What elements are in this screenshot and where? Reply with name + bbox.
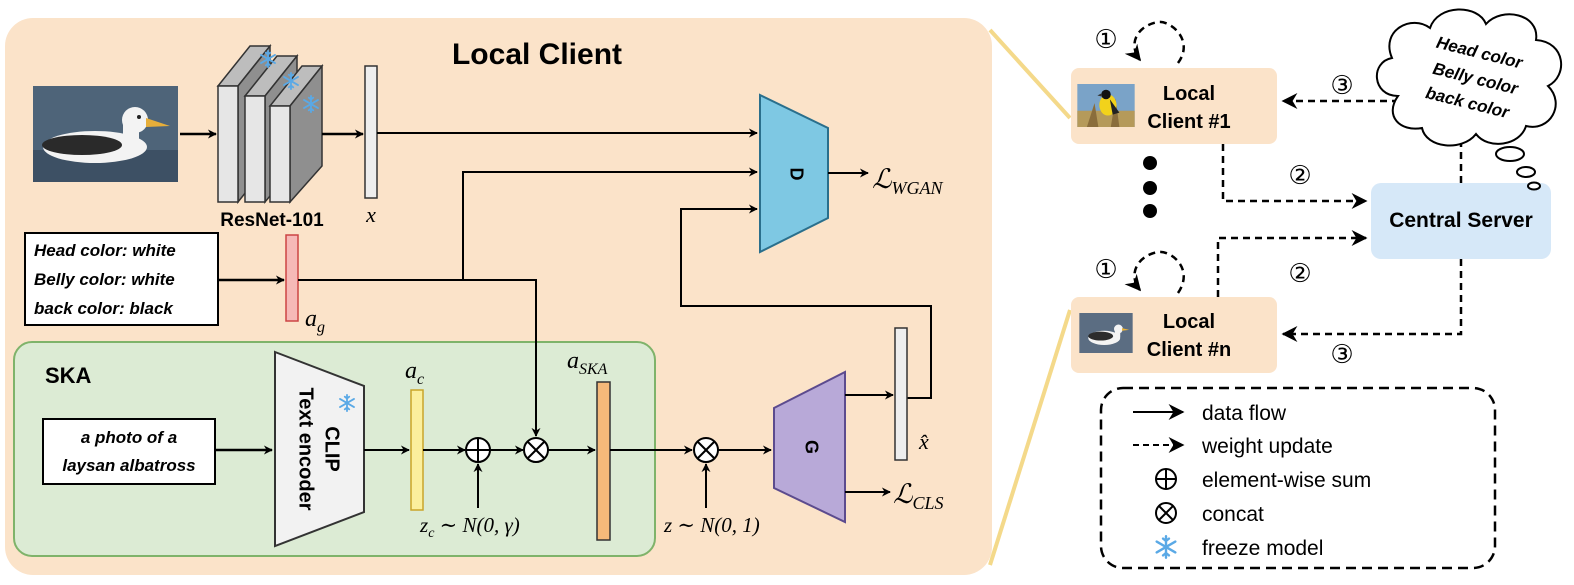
synthetic-feature-bar (894, 327, 908, 461)
server-to-clientn-arrow (1281, 259, 1463, 342)
ac-label: ac (405, 358, 424, 388)
prompt-line-2: laysan albatross (62, 456, 195, 475)
client-1-line-2: Client #1 (1147, 111, 1230, 133)
ska-attribute-bar (596, 381, 611, 541)
bird-thumbnail-1 (1077, 84, 1135, 127)
client-n-line-1: Local (1163, 311, 1215, 333)
client-1-line-1: Local (1163, 83, 1215, 105)
xhat-label: x̂ (918, 429, 929, 454)
self-update-loop-top (1124, 20, 1185, 64)
generator-block (773, 370, 846, 524)
ag-to-concat-arrow (463, 279, 541, 437)
attribute-line-3: back color: black (34, 299, 174, 318)
input-bird-image (33, 86, 178, 182)
noise-concat-op (693, 437, 719, 463)
client1-upload-arrow (1221, 144, 1368, 209)
element-wise-sum-op (465, 437, 491, 463)
legend-concat: concat (1202, 503, 1264, 526)
discriminator-block (759, 93, 829, 254)
zoom-connector-top (988, 28, 1072, 120)
encoder-line-1: CLIP (321, 426, 343, 472)
step-1-marker-bottom: ① (1094, 254, 1117, 284)
client-n-line-2: Client #n (1147, 339, 1231, 361)
visual-feature-label: x (365, 202, 376, 227)
visual-feature-bar (364, 65, 378, 199)
clip-attribute-bar (410, 389, 424, 511)
step-1-marker-top: ① (1094, 24, 1117, 54)
central-server-label: Central Server (1389, 209, 1533, 232)
concat-op (523, 437, 549, 463)
xhat-to-disc-arrow (680, 204, 932, 399)
wgan-loss-label: ℒWGAN (872, 164, 943, 198)
zc-label: zc ∼ N(0, γ) (419, 513, 520, 541)
step-3-marker-top: ③ (1330, 70, 1353, 100)
aska-label: aSKA (567, 348, 608, 378)
attribute-text-box (24, 232, 219, 326)
server-to-client1-arrow (1281, 93, 1463, 183)
attribute-line-2: Belly color: white (34, 270, 175, 289)
legend-box (1099, 386, 1497, 570)
clientn-upload-arrow (1216, 230, 1368, 297)
prompt-line-1: a photo of a (81, 428, 177, 447)
legend-element-wise-sum: element-wise sum (1202, 469, 1371, 492)
resnet-backbone (216, 43, 324, 205)
generator-label: G (801, 440, 821, 454)
self-update-loop-bottom (1124, 250, 1185, 294)
attribute-line-1: Head color: white (34, 241, 176, 260)
z-noise-label: z ∼ N(0, 1) (663, 513, 760, 537)
prompt-box (42, 418, 216, 485)
backbone-label: ResNet-101 (220, 210, 324, 231)
bird-thumbnail-n (1079, 313, 1133, 353)
zoom-connector-bottom (988, 309, 1072, 566)
clip-text-encoder (274, 350, 365, 548)
legend-data-flow: data flow (1202, 402, 1287, 425)
discriminator-label: D (786, 168, 806, 181)
encoder-line-2: Text encoder (295, 388, 317, 511)
global-attribute-bar (285, 234, 299, 322)
cls-loss-label: ℒCLS (893, 479, 943, 513)
ska-title: SKA (45, 363, 92, 388)
legend-weight-update: weight update (1201, 435, 1333, 458)
local-client-title: Local Client (452, 38, 622, 71)
step-2-marker-top: ② (1288, 160, 1311, 190)
central-server (1371, 183, 1551, 259)
legend-concat-icon (1155, 502, 1177, 524)
attribute-thought-cloud (1376, 8, 1563, 191)
ag-label: ag (305, 306, 325, 336)
ag-to-disc-arrow (298, 167, 758, 281)
legend-freeze-model: freeze model (1202, 537, 1323, 560)
step-2-marker-bottom: ② (1288, 258, 1311, 288)
more-clients-ellipsis (1143, 156, 1157, 218)
legend-sum-icon (1155, 468, 1177, 490)
step-3-marker-bottom: ③ (1330, 339, 1353, 369)
